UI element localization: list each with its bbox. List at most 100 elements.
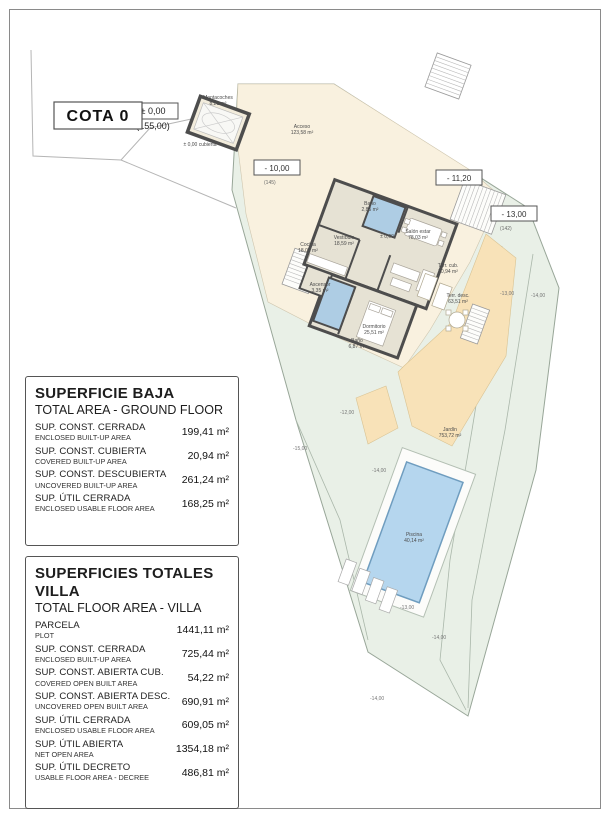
label-bano2-area: 6,87 m² bbox=[349, 344, 366, 350]
row-label-es: SUP. CONST. ABIERTA CUB. bbox=[35, 667, 164, 679]
row-label-es: SUP. ÚTIL CERRADA bbox=[35, 714, 131, 726]
table1-subtitle: TOTAL AREA - GROUND FLOOR bbox=[35, 403, 223, 417]
spot-elevation: -12,00 bbox=[340, 410, 354, 416]
table-row: SUP. CONST. CERRADA ENCLOSED BUILT-UP AR… bbox=[35, 643, 229, 664]
row-value: 1441,11 m² bbox=[176, 624, 229, 637]
level-minus10-abs: (145) bbox=[264, 180, 276, 186]
row-label-en: ENCLOSED BUILT-UP AREA bbox=[35, 654, 131, 664]
row-label-en: PLOT bbox=[35, 631, 55, 641]
furniture bbox=[306, 217, 448, 347]
label-piscina-area: 40,14 m² bbox=[404, 538, 424, 544]
row-label-es: PARCELA bbox=[35, 620, 80, 631]
label-montacoches: Montacoches bbox=[203, 95, 233, 101]
label-level0: ± 0,00 bbox=[380, 234, 394, 240]
row-value: 20,94 m² bbox=[187, 450, 229, 463]
label-bano1: Baño bbox=[364, 201, 376, 207]
label-dormitorio: Dormitorio bbox=[362, 324, 385, 330]
table-row: SUP. CONST. DESCUBIERTA UNCOVERED BUILT-… bbox=[35, 470, 229, 489]
table-row: SUP. CONST. CERRADA ENCLOSED BUILT-UP AR… bbox=[35, 422, 229, 443]
row-label-en: COVERED BUILT-UP AREA bbox=[35, 456, 127, 466]
label-terr-desc: Terr. desc. bbox=[446, 293, 469, 299]
label-ascensor-area: 3,35 m² bbox=[312, 288, 329, 294]
table-row: SUP. CONST. ABIERTA DESC. UNCOVERED OPEN… bbox=[35, 692, 229, 711]
room-labels: Montacoches 8,21 m² ± 0,00 cubierta Acce… bbox=[183, 95, 469, 544]
datum-level-label: ± 0,00 bbox=[141, 106, 166, 116]
spot-elevation: -14,00 bbox=[370, 696, 384, 702]
spot-elevation: -15,00 bbox=[293, 446, 307, 452]
label-acceso-area: 123,58 m² bbox=[291, 130, 314, 136]
row-value: 54,22 m² bbox=[187, 671, 229, 684]
table-row: SUP. ÚTIL CERRADA ENCLOSED USABLE FLOOR … bbox=[35, 494, 229, 513]
stairs-terrace bbox=[459, 303, 491, 345]
table1-title: SUPERFICIE BAJA bbox=[35, 385, 175, 402]
spot-elevation: -13,00 bbox=[500, 291, 514, 297]
row-value: 1354,18 m² bbox=[175, 742, 229, 755]
table-row: SUP. ÚTIL ABIERTA NET OPEN AREA 1354,18 … bbox=[35, 738, 229, 759]
house bbox=[298, 177, 459, 360]
label-jardin-area: 753,72 m² bbox=[439, 433, 462, 439]
label-bano1-area: 2,85 m² bbox=[362, 207, 379, 213]
label-cubierta: ± 0,00 cubierta bbox=[183, 142, 216, 148]
label-salon-area: 78,03 m² bbox=[408, 235, 428, 241]
row-label-en: COVERED OPEN BUILT AREA bbox=[35, 678, 138, 688]
open-terrace bbox=[355, 233, 517, 447]
car-lift-structure bbox=[185, 94, 252, 153]
bathroom-2 bbox=[311, 276, 357, 332]
sheet-border bbox=[9, 9, 601, 809]
table-row: SUP. ÚTIL DECRETO USABLE FLOOR AREA - DE… bbox=[35, 763, 229, 782]
row-value: 725,44 m² bbox=[181, 648, 229, 661]
row-value: 261,24 m² bbox=[181, 473, 229, 486]
row-label-es: SUP. CONST. CERRADA bbox=[35, 422, 146, 433]
row-value: 486,81 m² bbox=[181, 766, 229, 779]
table-row: PARCELA PLOT 1441,11 m² bbox=[35, 620, 229, 641]
cota-title-label: COTA 0 bbox=[67, 108, 130, 125]
spot-elevation: -14,00 bbox=[432, 635, 446, 641]
row-label-es: SUP. ÚTIL CERRADA bbox=[35, 493, 131, 505]
row-label-en: UNCOVERED BUILT-UP AREA bbox=[35, 480, 138, 490]
row-label-es: SUP. ÚTIL DECRETO bbox=[35, 762, 131, 774]
neighbour-boundary-lines bbox=[30, 49, 237, 209]
stairs-top bbox=[424, 52, 472, 100]
spot-elevation: -13,00 bbox=[400, 605, 414, 611]
label-salon: Salón estar bbox=[405, 229, 431, 235]
label-piscina: Piscina bbox=[406, 532, 422, 538]
row-value: 168,25 m² bbox=[181, 497, 229, 510]
table-row: SUP. ÚTIL CERRADA ENCLOSED USABLE FLOOR … bbox=[35, 714, 229, 735]
area-table-ground-floor: SUPERFICIE BAJA TOTAL AREA - GROUND FLOO… bbox=[25, 376, 239, 546]
label-jardin: Jardín bbox=[443, 427, 457, 433]
label-terr-cub: Terr. cub. bbox=[438, 263, 459, 269]
row-label-es: SUP. ÚTIL ABIERTA bbox=[35, 738, 124, 750]
label-ascensor: Ascensor bbox=[310, 282, 331, 288]
area-table-villa-totals: SUPERFICIES TOTALES VILLA TOTAL FLOOR AR… bbox=[25, 556, 239, 809]
row-label-en: NET OPEN AREA bbox=[35, 749, 94, 759]
row-label-es: SUP. CONST. ABIERTA DESC. bbox=[35, 691, 171, 703]
label-cocina: Cocina bbox=[300, 242, 316, 248]
label-cocina-area: 18,05 m² bbox=[298, 248, 318, 254]
row-value: 690,91 m² bbox=[181, 695, 229, 708]
cota-title: COTA 0 bbox=[53, 101, 143, 130]
level-minus13-label: - 13,00 bbox=[502, 210, 527, 219]
row-label-en: ENCLOSED BUILT-UP AREA bbox=[35, 433, 131, 443]
level-minus13-abs: (142) bbox=[500, 226, 512, 232]
label-bano2: Baño bbox=[351, 338, 363, 344]
row-label-en: UNCOVERED OPEN BUILT AREA bbox=[35, 702, 148, 712]
terrace-furniture bbox=[416, 272, 469, 332]
row-label-en: ENCLOSED USABLE FLOOR AREA bbox=[35, 504, 155, 514]
level-minus1120-label: - 11,20 bbox=[447, 174, 472, 183]
row-label-en: ENCLOSED USABLE FLOOR AREA bbox=[35, 725, 155, 735]
label-montacoches-area: 8,21 m² bbox=[210, 101, 227, 107]
row-label-en: USABLE FLOOR AREA - DECREE bbox=[35, 773, 149, 783]
row-label-es: SUP. CONST. CUBIERTA bbox=[35, 445, 147, 457]
label-vestibulo: Vestíbulo bbox=[334, 235, 355, 241]
label-dormitorio-area: 25,51 m² bbox=[364, 330, 384, 336]
datum-abs-label: (155,00) bbox=[136, 121, 170, 131]
table-row: SUP. CONST. ABIERTA CUB. COVERED OPEN BU… bbox=[35, 668, 229, 687]
row-label-es: SUP. CONST. CERRADA bbox=[35, 643, 146, 655]
level-minus10-label: - 10,00 bbox=[265, 164, 290, 173]
bathroom-1 bbox=[361, 194, 407, 239]
label-vestibulo-area: 18,59 m² bbox=[334, 241, 354, 247]
label-acceso: Acceso bbox=[294, 124, 311, 130]
sun-loungers bbox=[337, 558, 399, 614]
